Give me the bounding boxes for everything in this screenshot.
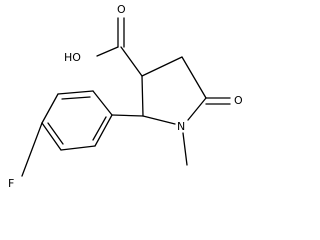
structure-drawing: HO O N O F: [8, 3, 243, 190]
bond-ar3-ar4: [41, 93, 59, 124]
aromatic-inner-c: [92, 116, 107, 141]
bond-n-c2: [142, 115, 176, 125]
atom-label-o-keto: O: [234, 94, 243, 107]
bond-c5-n: [187, 97, 207, 121]
atom-label-o-carboxyl: O: [117, 3, 126, 16]
bond-c2-c3: [141, 75, 144, 117]
atom-labels: HO O N O F: [8, 3, 243, 190]
bond-n-methyl: [182, 132, 188, 166]
aromatic-inner-a: [61, 96, 91, 100]
bond-ar4-ar5: [41, 122, 62, 151]
bond-ar2-ar3: [57, 90, 94, 95]
bond-c3-c4: [141, 56, 183, 77]
bond-ar5-ar6: [60, 145, 96, 151]
molecule-diagram: HO O N O F: [8, 3, 243, 190]
bond-c2-aryl: [111, 114, 144, 117]
bonds: [21, 17, 231, 177]
bond-c-oh: [96, 46, 119, 57]
bond-c-ring: [120, 46, 143, 77]
bond-ar1-ar2: [92, 90, 113, 116]
bond-c4-c5: [181, 56, 207, 99]
bond-ar6-ar1: [94, 114, 113, 147]
atom-label-f: F: [8, 177, 14, 190]
atom-label-oh: HO: [64, 51, 81, 64]
bond-ar-f: [21, 122, 43, 177]
aromatic-inner-b: [47, 122, 64, 145]
atom-label-n: N: [177, 120, 185, 133]
